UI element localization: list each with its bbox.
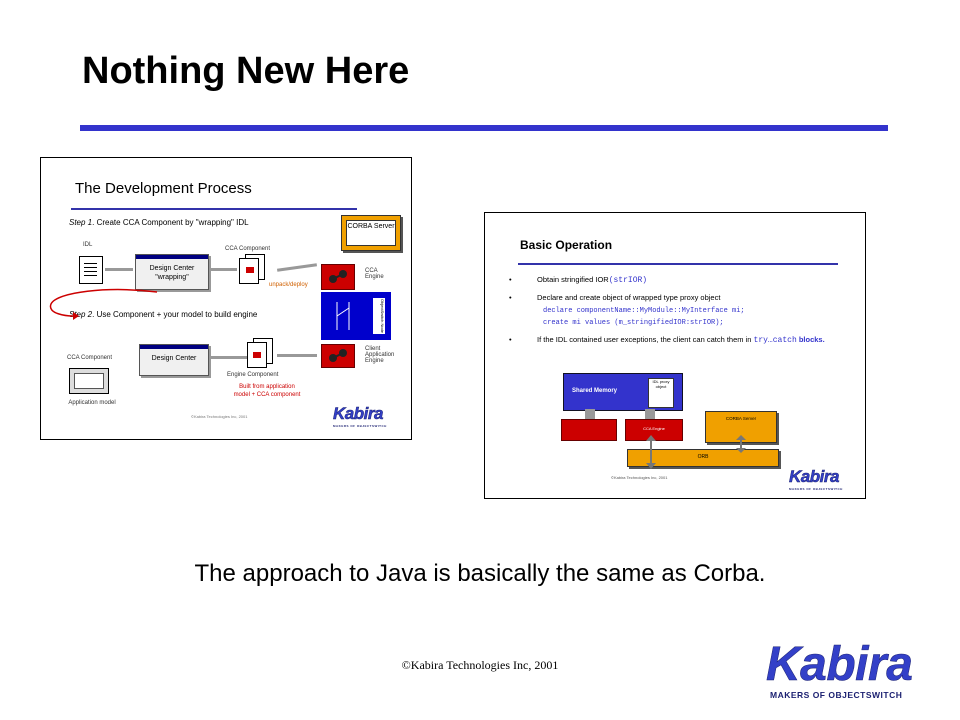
code-line2: create mi values (m_stringifiedIOR:strIO… <box>543 319 724 327</box>
bullet2-text: Declare and create object of wrapped typ… <box>537 293 721 302</box>
kabira-logo-tagline: MAKERS OF OBJECTSWITCH <box>789 487 843 491</box>
node-graph-icon <box>336 302 350 330</box>
step2-prefix: Step 2 <box>69 310 93 319</box>
step2-text: . Use Component + your model to build en… <box>92 310 258 319</box>
shared-memory-block: Shared Memory IDL proxy object <box>563 373 683 411</box>
kabira-logo-tagline: MAKERS OF OBJECTSWITCH <box>770 690 903 700</box>
kabira-logo-small: Kabira MAKERS OF OBJECTSWITCH <box>789 467 843 491</box>
bullet3-code: try…catch <box>753 336 797 345</box>
cca-component-bottom-label: CCA Component <box>67 355 113 361</box>
application-model-label: Application model <box>68 400 116 406</box>
thumb-copyright: ©Kabira Technologies Inc, 2001 <box>611 475 668 480</box>
engine-gears-icon <box>329 349 347 362</box>
development-process-thumbnail: The Development Process Step 1. Create C… <box>40 157 412 440</box>
slide-footer: ©Kabira Technologies Inc, 2001 <box>401 658 559 672</box>
thumb-copyright: ©Kabira Technologies Inc, 2001 <box>191 414 248 419</box>
orb-bar: ORB <box>627 449 779 467</box>
connector <box>585 409 595 419</box>
application-model-icon <box>69 368 109 394</box>
arrow-idl-to-design <box>105 268 133 271</box>
thumb-title: Basic Operation <box>520 238 613 252</box>
idl-proxy-object-label: IDL proxy object <box>648 378 674 408</box>
bullet-dot: • <box>509 335 512 344</box>
step1-prefix: Step 1 <box>69 218 93 227</box>
connector <box>645 409 655 419</box>
design-center-window: Design Center <box>139 344 209 376</box>
kabira-logo-word: Kabira <box>766 638 913 691</box>
thumb-title-rule <box>518 263 838 265</box>
cca-engine-block <box>321 264 355 290</box>
design-center-wrapping-window: Design Center "wrapping" <box>135 254 209 290</box>
shared-memory-label: Shared Memory <box>572 388 618 394</box>
bullet3: If the IDL contained user exceptions, th… <box>537 335 847 346</box>
unpack-deploy-label: unpack/deploy <box>269 282 308 288</box>
idl-document-icon <box>79 256 103 284</box>
double-arrow-icon <box>736 435 746 453</box>
step1-caption: Step 1. Create CCA Component by "wrappin… <box>69 218 249 227</box>
cca-component-top-label: CCA Component <box>225 246 271 252</box>
cca-engine-label: CCA Engine <box>643 426 665 431</box>
bullet1-code: (strIOR) <box>608 276 648 285</box>
orb-label: ORB <box>697 454 709 460</box>
bullet3-text: If the IDL contained user exceptions, th… <box>537 335 752 344</box>
bullet-dot: • <box>509 275 512 284</box>
built-from-line1: Built from application <box>239 384 295 390</box>
kabira-logo: Kabira MAKERS OF OBJECTSWITCH <box>766 638 946 700</box>
loop-arrow-icon <box>49 288 158 320</box>
bullet1: Obtain stringified IOR(strIOR) <box>537 275 647 285</box>
kabira-logo-word: Kabira <box>333 404 384 424</box>
corba-server-label: CORBA Server <box>346 220 396 246</box>
thumb-title: The Development Process <box>75 180 252 197</box>
bullet1-text: Obtain stringified IOR <box>537 275 609 284</box>
corba-server-box: CORBA Server <box>341 215 401 251</box>
client-app-engine-label: Client Application Engine <box>365 346 395 364</box>
built-from-line2: model + CCA component <box>233 392 301 398</box>
slide-subtitle: The approach to Java is basically the sa… <box>194 560 766 587</box>
basic-operation-thumbnail: Basic Operation • Obtain stringified IOR… <box>484 212 866 499</box>
bullet3-tail: blocks. <box>798 335 825 344</box>
idl-label: IDL <box>83 242 93 248</box>
arrow-to-engine-component <box>209 356 249 359</box>
title-rule <box>80 125 888 131</box>
corba-server-label: CORBA Server <box>725 416 757 421</box>
bullet-dot: • <box>509 293 512 302</box>
client-engine-block <box>321 344 355 368</box>
slide-title: Nothing New Here <box>82 50 410 92</box>
code-line1: declare componentName::MyModule::MyInter… <box>543 307 745 315</box>
arrow-to-client-engine <box>277 354 317 357</box>
double-arrow-icon <box>646 435 656 469</box>
engine-component-label: Engine Component <box>227 372 279 378</box>
objectswitch-node-block: ObjectSwitch Node <box>321 292 391 340</box>
arrow-design-to-component <box>211 268 237 271</box>
objectswitch-node-label: ObjectSwitch Node <box>373 298 385 334</box>
design-center-wrapping-label: Design Center "wrapping" <box>149 265 195 281</box>
arrow-to-cca-engine <box>276 263 318 272</box>
engine-component-icon-back <box>247 342 267 368</box>
cca-component-icon-back <box>239 258 259 284</box>
step2-caption: Step 2. Use Component + your model to bu… <box>69 310 257 319</box>
kabira-logo-tagline: MAKERS OF OBJECTSWITCH <box>333 424 387 428</box>
thumb-title-rule <box>71 208 357 210</box>
kabira-logo-small: Kabira MAKERS OF OBJECTSWITCH <box>333 404 387 428</box>
engine-block <box>561 419 617 441</box>
design-center-label: Design Center <box>151 355 197 362</box>
kabira-logo-word: Kabira <box>789 467 840 487</box>
engine-gears-icon <box>329 270 347 283</box>
step1-text: . Create CCA Component by "wrapping" IDL <box>92 218 249 227</box>
cca-engine-label: CCA Engine <box>365 268 384 280</box>
